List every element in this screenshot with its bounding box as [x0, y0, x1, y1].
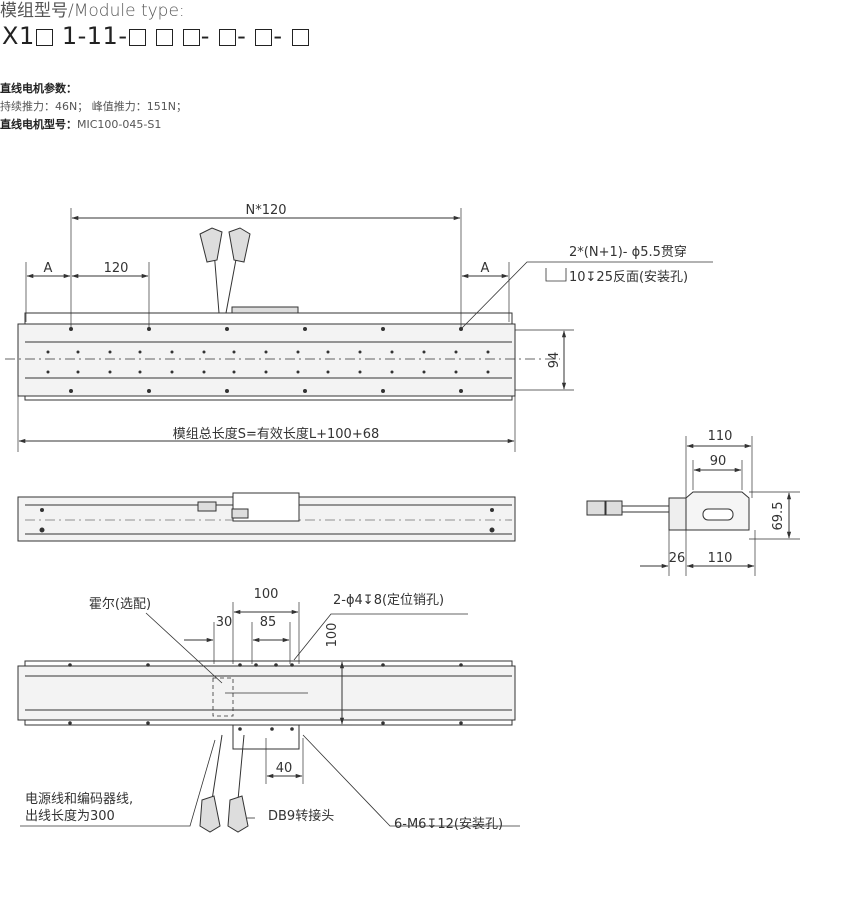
- bottom-holes: [68, 663, 463, 731]
- end-dim-69-5: 69.5: [771, 502, 786, 531]
- code-part-4: -: [237, 22, 247, 50]
- bottom-dim-100-h: 100: [254, 587, 279, 602]
- end-dim-110-bottom: 110: [708, 551, 733, 566]
- motor-thrust-line: 持续推力：46N； 峰值推力：151N；: [0, 100, 187, 113]
- motor-model-line: 直线电机型号：MIC100-045-S1: [0, 116, 161, 132]
- cable-note-line2: 出线长度为300: [25, 808, 115, 824]
- end-view: [586, 436, 800, 576]
- code-box-4: [182, 29, 200, 46]
- code-box-6: [255, 29, 273, 46]
- code-part-1: X1: [2, 22, 35, 50]
- module-type-label: 模组型号/Module type:: [0, 1, 185, 21]
- side-view: [17, 492, 516, 542]
- dim-94-label: 94: [547, 352, 562, 369]
- top-carriage-strip: [24, 312, 513, 325]
- dim-a-right-label: A: [481, 261, 490, 276]
- dim-pitch-label: N*120: [245, 203, 286, 218]
- bottom-base-strip: [24, 395, 513, 401]
- motor-params-title: 直线电机参数：: [0, 82, 77, 95]
- bottom-dim-85: 85: [260, 615, 277, 630]
- bottom-dim-40: 40: [276, 761, 293, 776]
- db9-adapter-label: DB9转接头: [268, 808, 334, 824]
- code-box-7: [291, 29, 309, 46]
- motor-model-value: MIC100-045-S1: [77, 118, 162, 131]
- mounting-holes: [46, 327, 490, 393]
- through-hole-note: 2*(N+1)- ϕ5.5贯穿: [569, 244, 687, 260]
- bottom-view: [17, 602, 520, 833]
- bottom-dim-30: 30: [216, 615, 233, 630]
- mounting-hole-note: 6-M6↧12(安装孔): [394, 817, 503, 832]
- end-dim-26: 26: [669, 551, 686, 566]
- code-part-2: 1-11-: [61, 22, 128, 50]
- end-dim-110-top: 110: [708, 429, 733, 444]
- code-box-1: [35, 29, 53, 46]
- module-type-code: X1 1-11- - - -: [2, 22, 310, 50]
- code-box-5: [219, 29, 237, 46]
- motor-model-label: 直线电机型号：: [0, 118, 77, 131]
- dim-120-label: 120: [104, 261, 129, 276]
- code-box-3: [155, 29, 173, 46]
- counterbore-note: 10↧25反面(安装孔): [569, 270, 688, 285]
- bottom-dim-100-v: 100: [325, 623, 340, 648]
- module-body-top: [17, 323, 516, 397]
- code-part-5: -: [273, 22, 283, 50]
- cable-note-line1: 电源线和编码器线,: [25, 792, 133, 807]
- end-dim-90: 90: [710, 454, 727, 469]
- code-box-2: [128, 29, 146, 46]
- locating-pin-note: 2-ϕ4↧8(定位销孔): [333, 593, 444, 608]
- dim-a-left-label: A: [44, 261, 53, 276]
- top-view: [5, 208, 713, 452]
- total-length-label: 模组总长度S=有效长度L+100+68: [173, 426, 380, 442]
- hall-sensor-label: 霍尔(选配): [89, 597, 151, 612]
- code-part-3: -: [200, 22, 210, 50]
